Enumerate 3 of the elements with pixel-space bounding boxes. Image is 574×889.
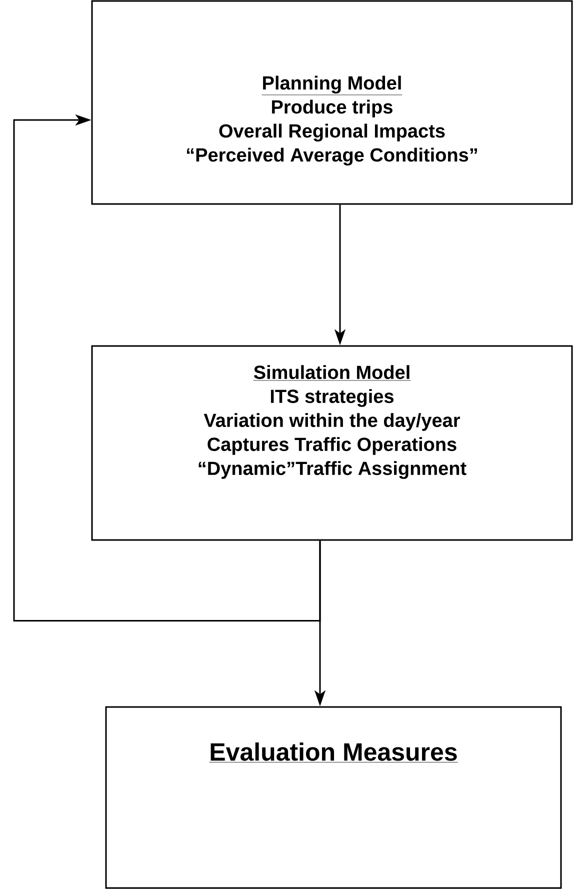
process-box: Evaluation Measures [105,706,562,889]
process-box: Simulation Model ITS strategies Variation within the day/year Captures Traffic Operations “Dynamic”Traffic Assignment [91,345,573,541]
process-box: Planning Model Produce trips Overall Regional Impacts “Perceived Average Conditions” [91,0,573,205]
